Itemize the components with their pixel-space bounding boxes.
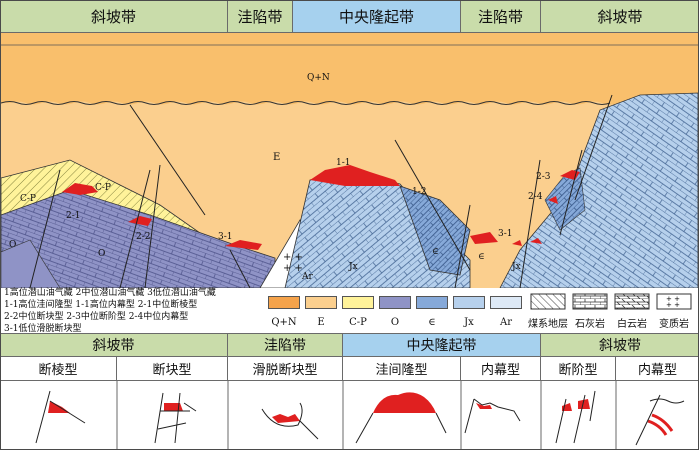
type-label: 断块型 <box>152 363 192 378</box>
type-interior-central: 内幕型 <box>461 357 541 381</box>
type-detachment-fault-block: 滑脱断块型 <box>228 357 343 381</box>
type-label: 滑脱断块型 <box>252 363 318 378</box>
header-zone-slope-left: 斜坡带 <box>0 0 228 33</box>
legend-swatch-qn <box>268 296 300 309</box>
label-e: E <box>273 152 281 163</box>
legend-label-e: E <box>317 317 325 328</box>
note-line-3: 2-2中位断块型 2-3中位断阶型 2-4中位内幕型 <box>4 312 189 322</box>
metamorphic-symbol: + ++ + <box>283 252 303 274</box>
type-label: 断棱型 <box>38 363 78 378</box>
legend-swatch-cambrian <box>416 296 448 309</box>
bottom-zone-sag: 洼陷带 <box>228 333 343 357</box>
type-fault-ridge: 断棱型 <box>0 357 117 381</box>
legend-label-qn: Q+N <box>271 317 297 328</box>
legend-swatch-ar <box>490 296 522 309</box>
type-label: 内幕型 <box>480 363 520 378</box>
sketch-fault-step <box>555 390 596 444</box>
label-1-2: 1-2 <box>412 187 427 197</box>
header-label: 中央隆起带 <box>338 7 414 26</box>
legend-swatch-jx <box>453 296 485 309</box>
svg-text:+ +: + + <box>666 301 680 309</box>
bottom-header-label: 中央隆起带 <box>406 338 477 354</box>
label-ar: Ar <box>302 272 313 282</box>
legend-label-cambrian: ∈ <box>428 317 436 328</box>
legend-label-limestone: 石灰岩 <box>575 319 605 330</box>
note-line-1: 1高位潜山油气藏 2中位潜山油气藏 3低位潜山油气藏 <box>4 288 216 298</box>
bottom-zone-central-uplift: 中央隆起带 <box>343 333 541 357</box>
type-label: 断阶型 <box>558 363 598 378</box>
header-label: 斜坡带 <box>597 7 643 26</box>
note-line-4: 3-1低位滑脱断块型 <box>4 324 82 334</box>
sketch-detachment <box>261 402 319 440</box>
legend-swatch-coal <box>530 293 566 310</box>
legend-label-dolomite: 白云岩 <box>617 319 647 330</box>
sketch-interior-central <box>464 398 521 434</box>
legend-label-cp: C-P <box>349 317 367 328</box>
type-label: 内幕型 <box>637 363 677 378</box>
svg-text:+ +: + + <box>666 295 680 303</box>
trap-type-sketches <box>35 381 685 450</box>
label-3-1b: 3-1 <box>498 229 513 239</box>
type-interior-slope: 内幕型 <box>616 357 699 381</box>
legend-label-metamorphic: 变质岩 <box>659 319 689 330</box>
label-cambrian-2: ∈ <box>478 252 485 262</box>
sketch-fault-ridge <box>35 390 86 444</box>
legend-label-coal: 煤系地层 <box>528 319 568 330</box>
header-zone-central-uplift: 中央隆起带 <box>293 0 461 33</box>
legend-label-ar: Ar <box>499 317 512 328</box>
header-zone-sag-right: 洼陷带 <box>461 0 541 33</box>
label-cp-2: C-P <box>95 183 111 193</box>
legend-swatch-limestone <box>572 293 608 310</box>
type-label: 洼间隆型 <box>375 363 428 378</box>
type-inter-sag-uplift: 洼间隆型 <box>343 357 461 381</box>
label-o-2: O <box>98 249 106 259</box>
type-fault-step: 断阶型 <box>541 357 616 381</box>
label-o-1: O <box>9 240 17 250</box>
label-jx-1: Jx <box>349 262 358 272</box>
label-2-4: 2-4 <box>528 192 543 202</box>
bottom-zone-slope-left: 斜坡带 <box>0 333 228 357</box>
bottom-header-label: 斜坡带 <box>599 338 641 354</box>
type-fault-block: 断块型 <box>117 357 228 381</box>
sketch-interior-slope <box>635 394 685 446</box>
legend-swatch-o <box>379 296 411 309</box>
bottom-header-label: 斜坡带 <box>92 338 135 354</box>
header-label: 洼陷带 <box>237 7 283 26</box>
legend-swatch-metamorphic <box>656 293 692 310</box>
sketch-fault-block <box>154 392 197 444</box>
label-2-2: 2-2 <box>136 232 151 242</box>
header-zone-sag-left: 洼陷带 <box>228 0 293 33</box>
header-label: 斜坡带 <box>90 7 136 26</box>
sketch-inter-sag-uplift <box>355 392 447 444</box>
label-3-1: 3-1 <box>218 232 233 242</box>
legend-label-o: O <box>390 317 400 328</box>
label-qn: Q+N <box>307 73 330 83</box>
legend-swatch-cp <box>342 296 374 309</box>
legend-swatch-dolomite <box>614 293 650 310</box>
label-jx-2: Jx <box>512 262 521 272</box>
header-label: 洼陷带 <box>477 7 523 26</box>
label-2-3: 2-3 <box>536 172 551 182</box>
note-line-2: 1-1高位洼间隆型 1-1高位内幕型 2-1中位断棱型 <box>4 300 198 310</box>
label-1-1: 1-1 <box>336 158 351 168</box>
legend-swatch-e <box>305 296 337 309</box>
legend-lithology-swatches: + + + + <box>530 293 692 310</box>
label-2-1: 2-1 <box>66 211 81 221</box>
label-cambrian-1: ∈ <box>432 247 439 257</box>
geologic-cross-section <box>0 33 699 288</box>
legend-label-jx: Jx <box>464 317 474 328</box>
header-zone-slope-right: 斜坡带 <box>541 0 699 33</box>
label-cp-1: C-P <box>20 194 36 204</box>
bottom-zone-slope-right: 斜坡带 <box>541 333 699 357</box>
bottom-header-label: 洼陷带 <box>264 338 306 354</box>
